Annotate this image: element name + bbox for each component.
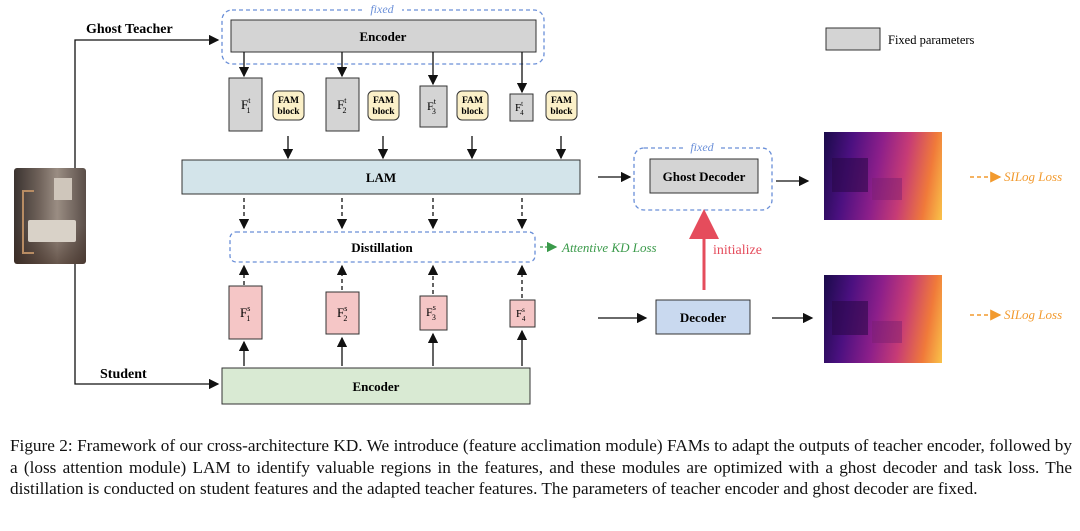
student-encoder-label: Encoder [353,379,400,394]
fam-block-4-line1: FAM [551,96,572,106]
ghost-decoder-box [649,158,759,194]
teacher-encoder-box [230,19,537,53]
lam-to-distillation-arrows [238,198,528,230]
fam-block-1-line2: block [277,107,300,117]
legend-fixed-label: Fixed parameters [888,33,975,47]
teacher-encoder-label: Encoder [360,29,407,44]
teacher-feature-1 [228,77,263,132]
student-feature-4 [509,299,536,328]
teacher-feature-3 [419,85,448,128]
fam-block-1-line1: FAM [278,96,299,106]
fam-block-3-line2: block [461,107,484,117]
lam-box [181,159,581,195]
silog-loss-top: SILog Loss [1004,169,1062,184]
fam-block-3 [456,90,489,121]
ghost-depth-prediction-image [824,132,942,220]
input-branch-lines [74,34,220,390]
fixed-label-top: fixed [370,2,394,16]
fam-block-1 [272,90,305,121]
student-feature-2 [325,291,360,335]
fam-block-4 [545,90,578,121]
student-depth-prediction-image [824,275,942,363]
distillation-label: Distillation [351,240,413,255]
silog-loss-bottom: SILog Loss [1004,307,1062,322]
student-feature-1 [228,285,263,340]
legend-fixed-swatch [825,27,881,51]
teacher-feature-2 [325,77,360,132]
teacher-feature-4 [509,93,534,122]
figure-caption: Figure 2: Framework of our cross-archite… [10,436,1072,498]
fam-block-4-line2: block [550,107,573,117]
ghost-decoder-label: Ghost Decoder [663,169,746,184]
fam-block-3-line1: FAM [462,96,483,106]
fam-block-2 [367,90,400,121]
student-feature-3 [419,295,448,331]
student-encoder-box [221,367,531,405]
distillation-box [229,231,536,263]
student-label: Student [100,367,147,382]
fam-block-2-line2: block [372,107,395,117]
decoder-label: Decoder [680,310,726,325]
initialize-label: initialize [713,243,762,258]
input-rgb-image [14,168,86,264]
fam-blocks: FAM block FAM block FAM block FAM block [272,90,578,160]
attentive-kd-loss-label: Attentive KD Loss [561,240,657,255]
student-to-distillation-arrows [238,264,528,298]
decoder-box [655,299,751,335]
ghost-teacher-label: Ghost Teacher [86,22,173,37]
lam-label: LAM [366,170,396,185]
fam-block-2-line1: FAM [373,96,394,106]
fixed-label-decoder: fixed [690,140,714,154]
